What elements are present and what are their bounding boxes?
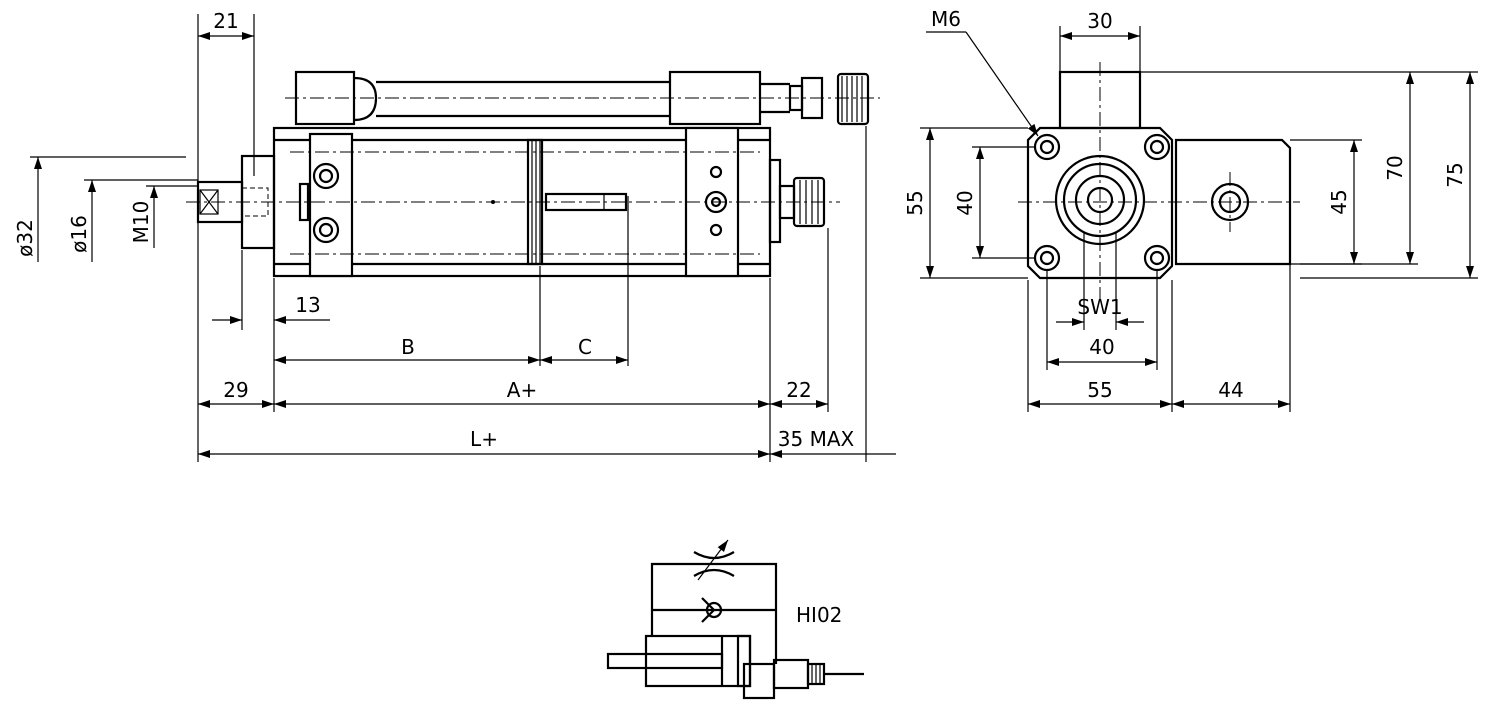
end-extension-lines bbox=[920, 26, 1478, 412]
dim-75: 75 bbox=[1443, 162, 1467, 187]
dim-B: B bbox=[401, 335, 415, 359]
dim-13: 13 bbox=[295, 293, 320, 317]
dim-30: 30 bbox=[1087, 9, 1112, 33]
dim-40-horizontal: 40 bbox=[1089, 335, 1114, 359]
extension-lines bbox=[30, 14, 867, 462]
dim-22: 22 bbox=[786, 378, 811, 402]
dim-d32: ø32 bbox=[13, 219, 37, 257]
dim-29: 29 bbox=[223, 378, 248, 402]
throttle-symbol bbox=[693, 551, 735, 560]
dimension-lines bbox=[34, 32, 896, 458]
dim-55-horizontal: 55 bbox=[1087, 378, 1112, 402]
dim-C: C bbox=[578, 335, 592, 359]
side-view: 21 ø32 ø16 M10 13 B C 29 A+ 22 L+ 35 MAX bbox=[13, 9, 896, 462]
check-valve-symbol bbox=[705, 601, 723, 619]
dim-45: 45 bbox=[1327, 189, 1351, 214]
dim-44: 44 bbox=[1218, 378, 1243, 402]
dim-sw1: SW1 bbox=[1077, 295, 1122, 319]
dim-55-vertical: 55 bbox=[903, 190, 927, 215]
dim-70: 70 bbox=[1383, 155, 1407, 180]
dim-d16: ø16 bbox=[67, 215, 91, 253]
end-view: M6 30 55 40 45 70 75 SW1 40 55 44 bbox=[903, 7, 1478, 412]
dim-21: 21 bbox=[213, 9, 238, 33]
dim-A: A+ bbox=[507, 378, 537, 402]
square-flange bbox=[1026, 126, 1174, 280]
cylinder-symbol bbox=[644, 634, 752, 688]
dim-m6: M6 bbox=[931, 7, 961, 31]
pneumatic-symbol: HI02 bbox=[606, 539, 864, 700]
guide-rod bbox=[285, 70, 880, 126]
side-plate bbox=[1174, 138, 1292, 266]
dim-m10: M10 bbox=[129, 201, 153, 244]
dim-L: L+ bbox=[470, 427, 498, 451]
dim-40-vertical: 40 bbox=[953, 190, 977, 215]
end-dimension-lines bbox=[926, 32, 1474, 408]
right-fitting bbox=[768, 158, 826, 244]
symbol-label: HI02 bbox=[796, 603, 842, 627]
fitting-symbol bbox=[772, 658, 810, 690]
dim-35-max: 35 MAX bbox=[778, 427, 855, 451]
